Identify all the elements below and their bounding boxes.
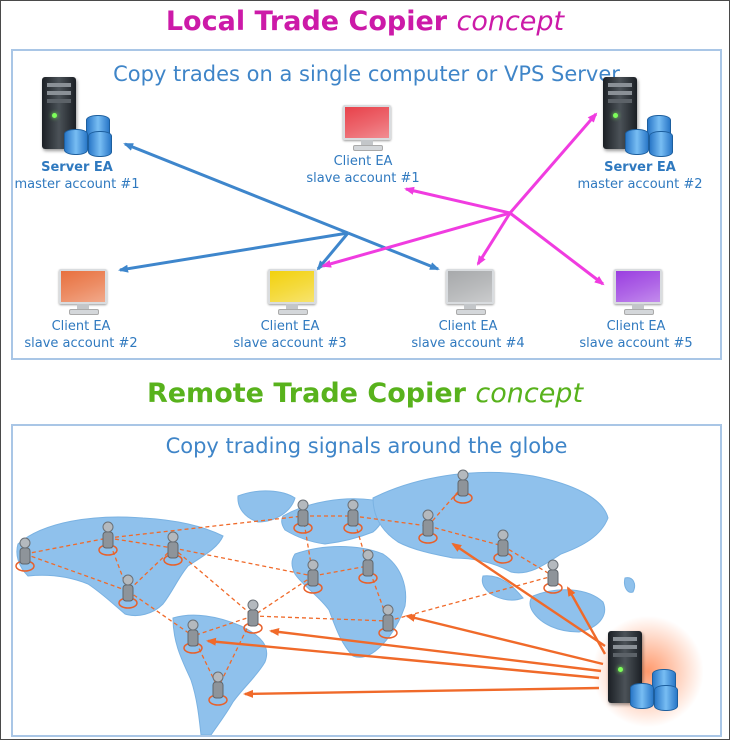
trader-node (208, 671, 228, 706)
client5-label: Client EA slave account #5 (546, 318, 726, 352)
local-arrows (118, 112, 605, 286)
trader-node (183, 619, 203, 654)
trader-nodes (15, 469, 563, 706)
trader-node (98, 521, 118, 556)
server2-account: master account #2 (577, 177, 703, 192)
client2-label: Client EA slave account #2 (0, 318, 171, 352)
trader-node (493, 529, 513, 564)
local-title-main: Local Trade Copier (165, 6, 448, 37)
server1-name: Server EA (41, 160, 113, 175)
arrow-to-client3-m2 (321, 211, 511, 268)
greenland (237, 490, 296, 523)
master2-arrows (321, 112, 605, 286)
remote-title-italic: concept (475, 378, 584, 409)
world-map (15, 469, 636, 735)
screen (268, 269, 316, 304)
peer-links (24, 485, 554, 689)
trader-node (358, 549, 378, 584)
signal-arrows (206, 542, 607, 698)
screen (446, 269, 494, 304)
trader-node (15, 537, 35, 572)
master1-arrows (118, 142, 440, 273)
database-icon (654, 685, 678, 711)
trader-node (418, 509, 438, 544)
remote-title-main: Remote Trade Copier (146, 378, 466, 409)
database-icon (88, 131, 112, 157)
local-copier-panel: Copy trades on a single computer or VPS … (11, 49, 722, 360)
screen (59, 269, 107, 304)
trader-node (293, 499, 313, 534)
client1-name: Client EA (333, 154, 393, 169)
server1-label: Server EA master account #1 (0, 159, 167, 193)
remote-subtitle: Copy trading signals around the globe (165, 434, 568, 458)
remote-server-ea (608, 631, 688, 711)
trader-node (303, 559, 323, 594)
client4-label: Client EA slave account #4 (378, 318, 558, 352)
client2-monitor-icon (59, 269, 107, 315)
arrow-to-client4 (347, 231, 440, 271)
screen (343, 105, 391, 140)
southeast-asia (481, 575, 524, 601)
trader-node (378, 604, 398, 639)
trader-node (243, 599, 263, 634)
server-ea-2 (603, 77, 683, 157)
client4-account: slave account #4 (411, 336, 525, 351)
client3-name: Client EA (260, 319, 320, 334)
remote-copier-panel: Copy trading signals around the globe (11, 424, 722, 737)
local-title-italic: concept (456, 6, 565, 37)
trader-node (453, 469, 473, 504)
europe (281, 498, 384, 545)
local-copier-title: Local Trade Copier concept (0, 5, 730, 39)
screen (614, 269, 662, 304)
database-icon (649, 131, 673, 157)
local-subtitle: Copy trades on a single computer or VPS … (113, 62, 620, 86)
client2-account: slave account #2 (24, 336, 138, 351)
arrow-to-client4-m2 (476, 212, 512, 266)
client5-account: slave account #5 (579, 336, 693, 351)
server-ea-1 (42, 77, 122, 157)
client3-label: Client EA slave account #3 (200, 318, 380, 352)
client4-monitor-icon (446, 269, 494, 315)
client1-monitor-icon (343, 105, 391, 151)
new-zealand (624, 577, 636, 593)
server2-name: Server EA (604, 160, 676, 175)
arrow-master2-stem (508, 112, 598, 214)
database-icon (630, 683, 654, 709)
database-icon (625, 129, 649, 155)
trader-node (543, 559, 563, 594)
client5-name: Client EA (606, 319, 666, 334)
client5-monitor-icon (614, 269, 662, 315)
asia (372, 471, 609, 574)
trader-node (118, 574, 138, 609)
remote-copier-title: Remote Trade Copier concept (0, 377, 730, 411)
server1-account: master account #1 (14, 177, 140, 192)
arrow-master1-stem (123, 142, 349, 235)
arrow-to-client5 (509, 211, 605, 286)
client1-account: slave account #1 (306, 171, 420, 186)
client2-name: Client EA (51, 319, 111, 334)
arrow-to-client1 (404, 186, 511, 215)
trader-node (343, 499, 363, 534)
server2-label: Server EA master account #2 (550, 159, 730, 193)
arrow-to-client2 (118, 231, 349, 273)
trader-node (163, 531, 183, 566)
client3-account: slave account #3 (233, 336, 347, 351)
database-icon (64, 129, 88, 155)
client4-name: Client EA (438, 319, 498, 334)
client1-label: Client EA slave account #1 (273, 153, 453, 187)
client3-monitor-icon (268, 269, 316, 315)
